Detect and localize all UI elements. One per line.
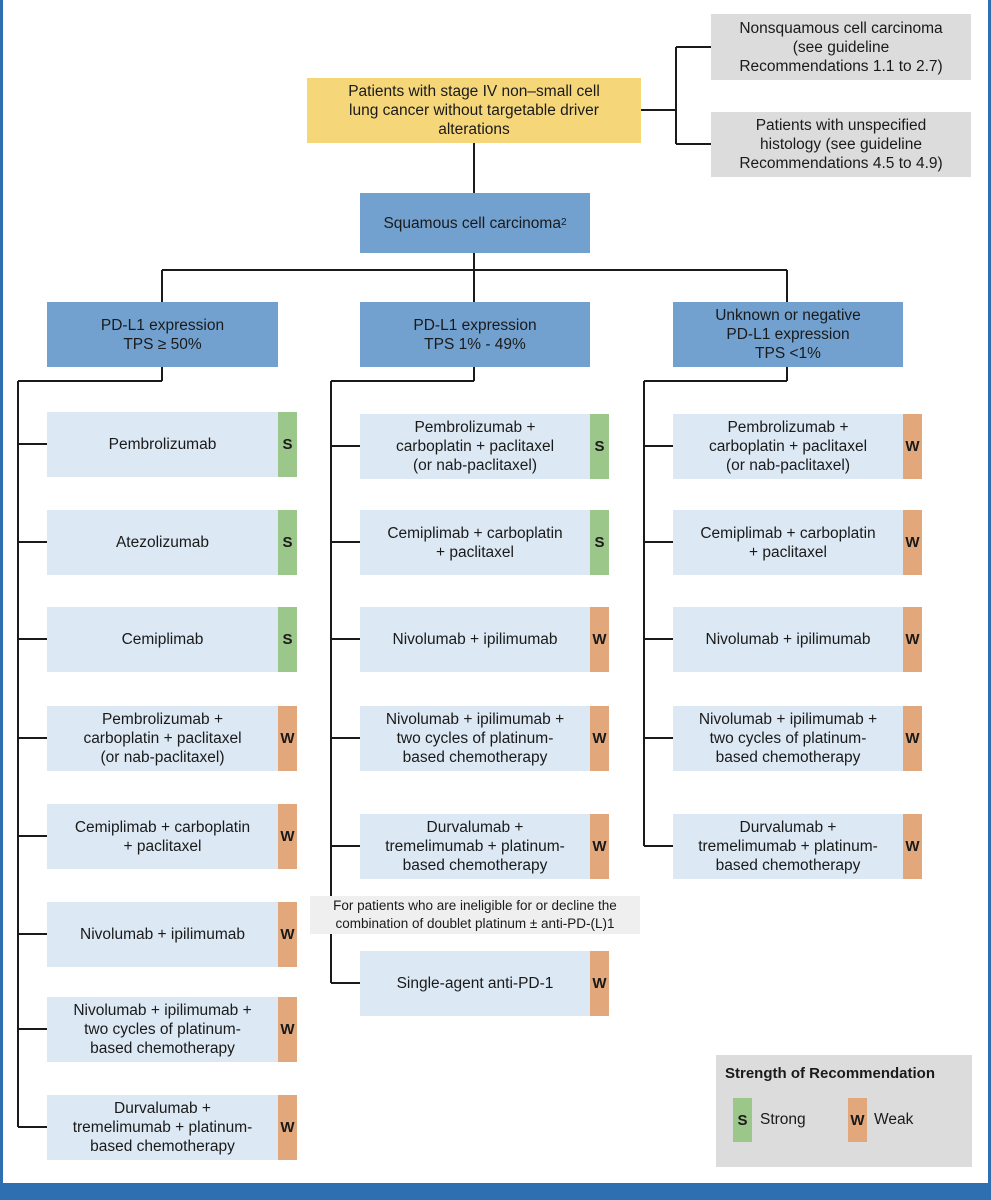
option-box: Nivolumab + ipilimumab + two cycles of p… — [360, 706, 590, 771]
strength-badge: W — [903, 510, 922, 575]
option-box: Nivolumab + ipilimumab — [47, 902, 278, 967]
strength-badge: W — [278, 902, 297, 967]
option-box: Durvalumab + tremelimumab + platinum- ba… — [360, 814, 590, 879]
branch-tps-1-49-box: PD-L1 expression TPS 1% - 49% — [360, 302, 590, 367]
strength-badge: W — [590, 814, 609, 879]
frame-right-border — [988, 0, 991, 1200]
ineligible-note: For patients who are ineligible for or d… — [310, 896, 640, 934]
legend-weak-label: Weak — [874, 1111, 914, 1128]
option-box: Nivolumab + ipilimumab + two cycles of p… — [673, 706, 903, 771]
unspecified-histology-box: Patients with unspecified histology (see… — [711, 112, 971, 177]
strength-badge: S — [590, 510, 609, 575]
option-box: Pembrolizumab + carboplatin + paclitaxel… — [47, 706, 278, 771]
strength-badge: W — [278, 804, 297, 869]
nonsquamous-box: Nonsquamous cell carcinoma (see guidelin… — [711, 14, 971, 80]
option-box: Durvalumab + tremelimumab + platinum- ba… — [47, 1095, 278, 1160]
branch-tps-lt1-box: Unknown or negative PD-L1 expression TPS… — [673, 302, 903, 367]
option-box: Cemiplimab + carboplatin + paclitaxel — [360, 510, 590, 575]
strength-badge: W — [903, 414, 922, 479]
strength-badge: W — [590, 706, 609, 771]
strength-badge: W — [278, 997, 297, 1062]
option-box: Cemiplimab + carboplatin + paclitaxel — [47, 804, 278, 869]
legend-weak-badge: W — [848, 1098, 867, 1142]
strength-badge: W — [590, 951, 609, 1016]
option-box: Atezolizumab — [47, 510, 278, 575]
frame-bottom-bar — [0, 1183, 991, 1200]
option-box: Nivolumab + ipilimumab — [673, 607, 903, 672]
option-box: Durvalumab + tremelimumab + platinum- ba… — [673, 814, 903, 879]
option-box: Nivolumab + ipilimumab — [360, 607, 590, 672]
strength-badge: W — [903, 814, 922, 879]
legend-title: Strength of Recommendation — [725, 1065, 936, 1082]
squamous-label: Squamous cell carcinoma — [383, 214, 561, 232]
strength-badge: W — [903, 607, 922, 672]
strength-badge: W — [903, 706, 922, 771]
strength-badge: W — [590, 607, 609, 672]
strength-badge: W — [278, 706, 297, 771]
option-box: Pembrolizumab — [47, 412, 278, 477]
root-patients-box: Patients with stage IV non–small cell lu… — [307, 78, 641, 143]
option-box: Cemiplimab + carboplatin + paclitaxel — [673, 510, 903, 575]
option-box: Nivolumab + ipilimumab + two cycles of p… — [47, 997, 278, 1062]
strength-badge: S — [278, 510, 297, 575]
option-box: Single-agent anti-PD-1 — [360, 951, 590, 1016]
option-box: Cemiplimab — [47, 607, 278, 672]
option-box: Pembrolizumab + carboplatin + paclitaxel… — [360, 414, 590, 479]
strength-badge: S — [278, 412, 297, 477]
strength-badge: S — [590, 414, 609, 479]
strength-badge: W — [278, 1095, 297, 1160]
legend-strong-label: Strong — [760, 1111, 806, 1128]
option-box: Pembrolizumab + carboplatin + paclitaxel… — [673, 414, 903, 479]
strength-badge: S — [278, 607, 297, 672]
strength-legend: Strength of Recommendation S Strong W We… — [716, 1055, 972, 1167]
frame-left-border — [0, 0, 3, 1200]
legend-strong-badge: S — [733, 1098, 752, 1142]
branch-tps-50-box: PD-L1 expression TPS ≥ 50% — [47, 302, 278, 367]
